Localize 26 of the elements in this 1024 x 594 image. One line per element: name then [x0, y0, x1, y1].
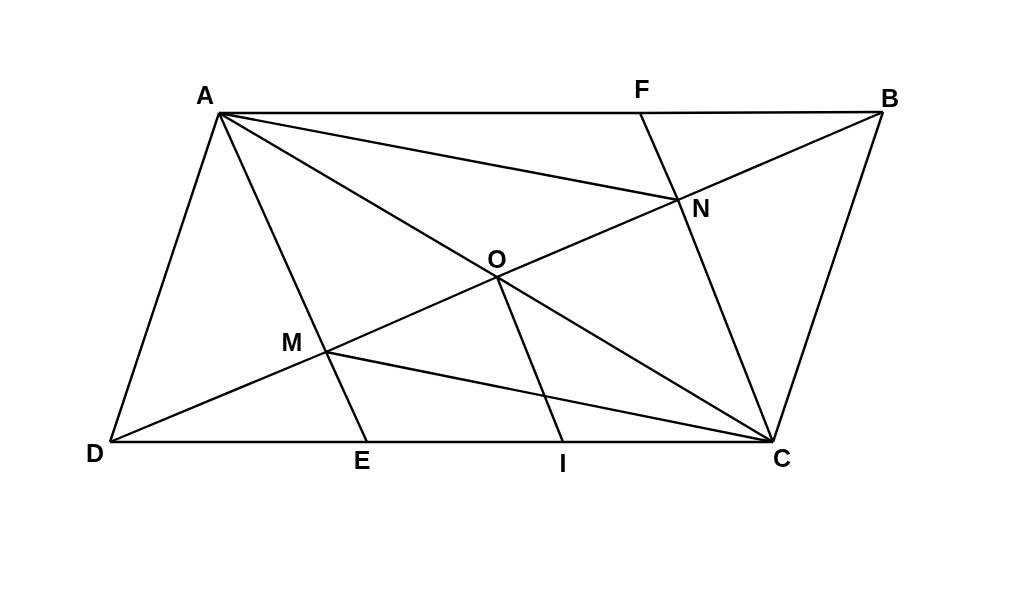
line-segment	[677, 110, 884, 202]
line-segment	[324, 351, 369, 443]
point-label: C	[772, 445, 792, 471]
point-label: E	[353, 447, 371, 473]
line-segment	[676, 199, 775, 443]
point-label: D	[85, 440, 105, 466]
point-label: I	[559, 450, 567, 476]
line-segment	[109, 350, 327, 444]
line-segment	[325, 275, 498, 354]
line-segment	[771, 111, 885, 443]
point-label: F	[634, 76, 650, 102]
line-segment	[218, 111, 679, 202]
point-label: A	[195, 82, 215, 108]
line-segment	[325, 350, 774, 444]
point-label: M	[281, 329, 303, 355]
point-label: O	[487, 246, 507, 272]
line-segment	[640, 110, 883, 115]
line-segment	[638, 112, 680, 201]
line-segment	[217, 112, 328, 353]
point-label: B	[880, 85, 900, 111]
line-segment	[108, 112, 221, 443]
line-segment	[367, 440, 563, 444]
line-segment	[495, 276, 565, 443]
point-label: N	[691, 195, 711, 221]
line-segment	[110, 440, 367, 444]
line-segment	[496, 198, 679, 279]
